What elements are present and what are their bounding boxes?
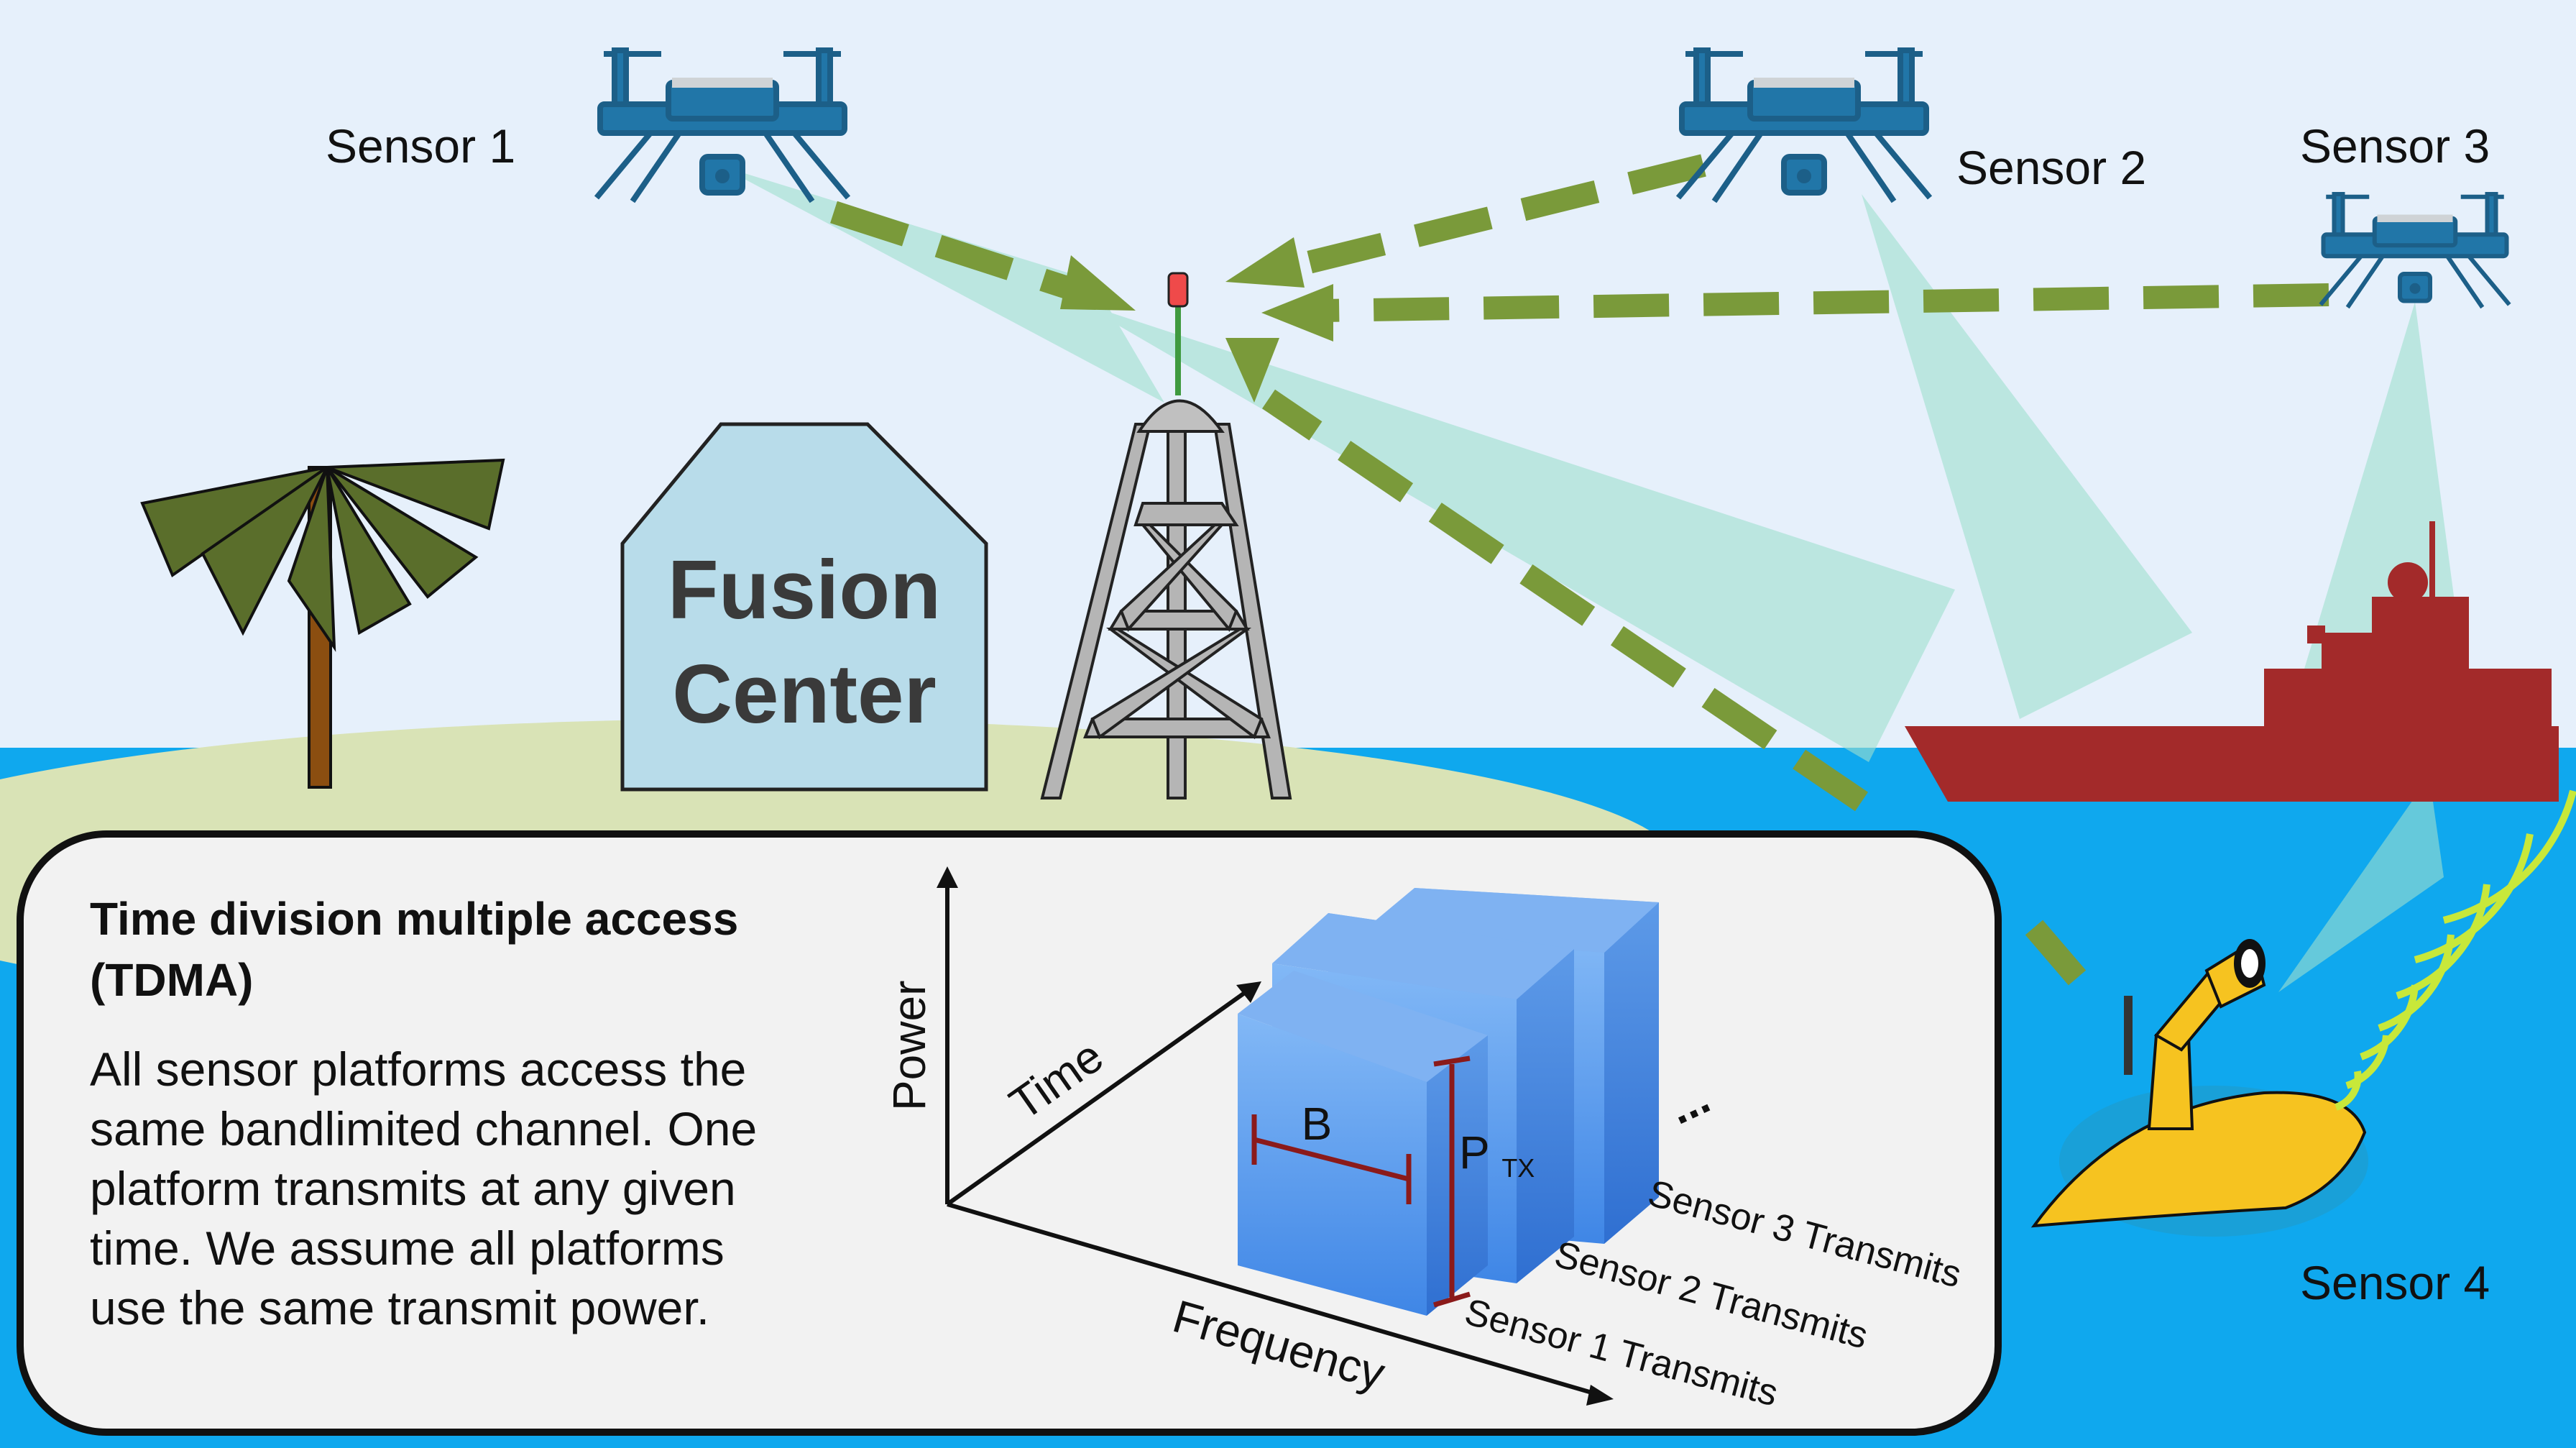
panel-body-line: use the same transmit power.	[90, 1281, 709, 1334]
axis-power-label: Power	[883, 981, 935, 1111]
panel-title-line2: (TDMA)	[90, 954, 253, 1006]
buoy-sensor-icon	[2030, 939, 2368, 1237]
power-marker	[1432, 1055, 1471, 1308]
drone-sensor-3-icon	[2319, 192, 2511, 309]
power-label-sub: TX	[1501, 1153, 1535, 1183]
fusion-label-line2: Center	[672, 647, 936, 741]
sensor-2-label: Sensor 2	[1956, 141, 2146, 194]
sensor-3-label: Sensor 3	[2300, 119, 2490, 173]
sensor-1-label: Sensor 1	[326, 119, 515, 173]
fusion-label-line1: Fusion	[668, 543, 941, 636]
link-arrows	[830, 154, 2329, 986]
bandwidth-marker	[1251, 1114, 1412, 1204]
tower-beacon	[1167, 272, 1189, 308]
drone-sensor-1-icon	[594, 47, 851, 203]
radio-tower-icon	[1040, 272, 1292, 799]
ship-icon	[1905, 521, 2559, 802]
fusion-building	[620, 422, 988, 792]
tdma-axes	[937, 866, 1614, 1406]
fusion-center: Fusion Center	[620, 422, 988, 792]
bandwidth-label: B	[1302, 1098, 1333, 1150]
signal-waves-icon	[2334, 789, 2576, 1111]
panel-title-line1: Time division multiple access	[90, 893, 738, 945]
palm-tree-icon	[140, 458, 505, 789]
block-sensor-1	[1238, 971, 1488, 1316]
power-label: P TX	[1459, 1127, 1535, 1183]
panel-body-line: All sensor platforms access the	[90, 1043, 746, 1096]
panel-body-line: time. We assume all platforms	[90, 1222, 724, 1275]
arrowheads	[1060, 237, 1333, 403]
power-label-main: P	[1459, 1127, 1489, 1178]
panel-body-line: platform transmits at any given	[90, 1162, 736, 1215]
drone-sensor-2-icon	[1675, 47, 1933, 203]
sensor-4-label: Sensor 4	[2300, 1256, 2490, 1309]
panel-body-line: same bandlimited channel. One	[90, 1102, 757, 1155]
